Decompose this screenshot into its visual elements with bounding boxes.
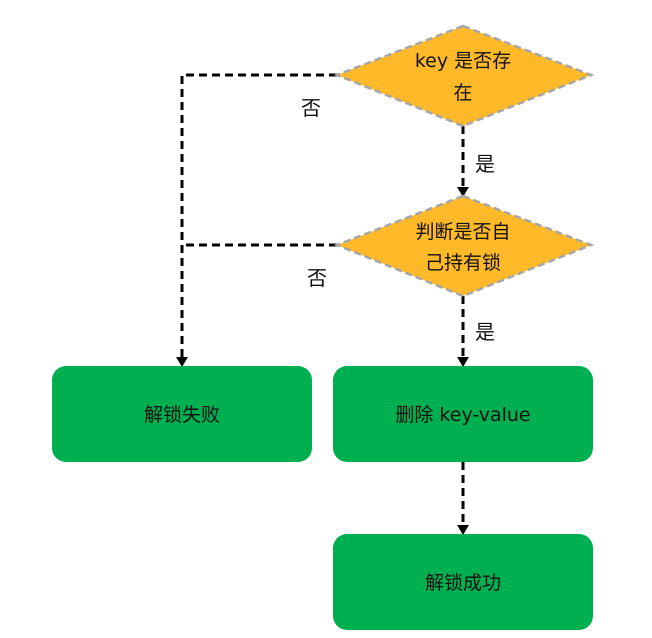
edge-label-owns-lock-yes: 是	[475, 320, 495, 344]
edge-label-owns-lock-no: 否	[307, 266, 327, 290]
edge-key-exists-no	[180, 73, 337, 358]
process-delete-kv: 删除 key-value	[333, 366, 593, 462]
edge-label-key-exists-no: 否	[301, 96, 321, 120]
arrowhead-success	[457, 525, 469, 535]
decision-owns-lock: 判断是否自 己持有锁	[333, 194, 595, 298]
process-unlock-fail: 解锁失败	[52, 366, 312, 462]
process-unlock-fail-label: 解锁失败	[144, 404, 220, 426]
decision-owns-lock-line2: 己持有锁	[425, 252, 501, 274]
arrowhead-owns-lock	[457, 187, 469, 197]
decision-key-exists-shape	[333, 24, 595, 128]
decision-key-exists-line1: key 是否存	[415, 50, 511, 72]
process-delete-kv-box	[333, 366, 593, 462]
edge-label-key-exists-yes: 是	[475, 152, 495, 176]
arrowhead-fail	[176, 357, 188, 367]
process-unlock-fail-box	[52, 366, 312, 462]
arrowhead-delete	[457, 357, 469, 367]
decision-owns-lock-shape	[333, 194, 595, 298]
process-unlock-success: 解锁成功	[333, 534, 593, 630]
connectors	[180, 73, 465, 526]
decision-key-exists: key 是否存 在	[333, 24, 595, 128]
decision-owns-lock-line1: 判断是否自	[415, 221, 510, 243]
process-unlock-success-label: 解锁成功	[425, 572, 501, 594]
process-unlock-success-box	[333, 534, 593, 630]
arrowheads	[176, 187, 469, 535]
process-delete-kv-label: 删除 key-value	[395, 404, 530, 426]
decision-key-exists-line2: 在	[453, 82, 472, 104]
